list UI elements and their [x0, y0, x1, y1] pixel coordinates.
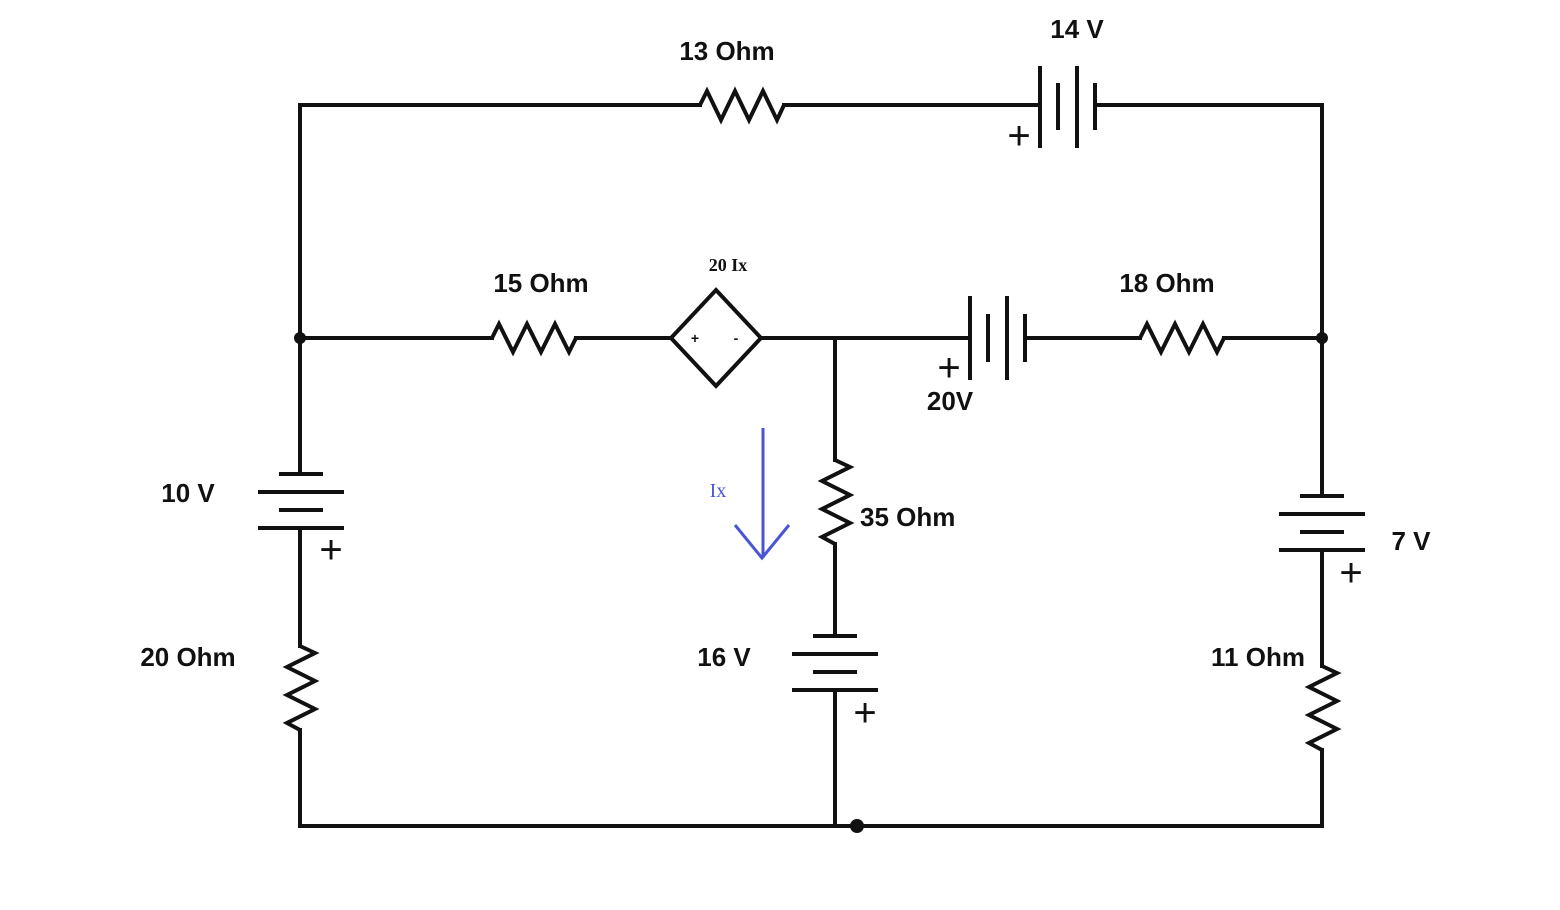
wire-right-bottom — [833, 748, 1324, 828]
left-branch: 10 V + 20 Ohm — [140, 336, 837, 828]
resistor-13-ohm — [698, 86, 786, 125]
label-16v: 16 V — [697, 642, 751, 672]
dependent-voltage-source: + - — [668, 287, 764, 389]
node-left — [294, 332, 306, 344]
plus-sign-16v: + — [853, 691, 876, 735]
battery-10v — [258, 472, 344, 530]
resistor-18-ohm — [1138, 319, 1226, 357]
battery-14v — [1038, 66, 1097, 148]
plus-sign-20v: + — [937, 346, 960, 390]
label-20v: 20V — [927, 386, 974, 416]
battery-7v — [1279, 494, 1365, 552]
center-branch: 35 Ohm 16 V + — [697, 336, 955, 828]
current-arrow-ix: Ix — [710, 428, 791, 561]
wire-left-bottom — [298, 728, 837, 828]
label-11-ohm: 11 Ohm — [1211, 642, 1305, 672]
label-7v: 7 V — [1391, 526, 1431, 556]
dep-source-plus: + — [691, 330, 699, 346]
resistor-35-ohm — [817, 458, 855, 546]
wire-top-right — [1093, 103, 1324, 340]
plus-sign-10v: + — [319, 528, 342, 572]
label-15-ohm: 15 Ohm — [493, 268, 588, 298]
label-13-ohm: 13 Ohm — [679, 36, 774, 66]
resistor-11-ohm — [1304, 664, 1342, 752]
label-14v: 14 V — [1050, 14, 1104, 44]
node-right — [1316, 332, 1328, 344]
resistor-15-ohm — [490, 319, 578, 357]
right-branch: 7 V + 11 Ohm — [833, 336, 1431, 828]
dep-source-minus: - — [734, 330, 739, 346]
label-10v: 10 V — [161, 478, 215, 508]
wire-top-left — [298, 103, 702, 340]
middle-branch: + - 20 Ix 15 Ohm 18 Ohm + 20V — [298, 255, 1324, 416]
label-35-ohm: 35 Ohm — [860, 502, 955, 532]
label-dep-source: 20 Ix — [709, 255, 748, 275]
node-bottom — [850, 819, 864, 833]
label-18-ohm: 18 Ohm — [1119, 268, 1214, 298]
top-branch: 13 Ohm 14 V + — [298, 14, 1324, 340]
battery-20v — [968, 296, 1027, 380]
plus-sign-7v: + — [1339, 551, 1362, 595]
battery-16v — [792, 634, 878, 692]
plus-sign-14v: + — [1007, 114, 1030, 158]
resistor-20-ohm — [282, 644, 320, 732]
label-ix: Ix — [710, 480, 727, 502]
label-20-ohm: 20 Ohm — [140, 642, 235, 672]
